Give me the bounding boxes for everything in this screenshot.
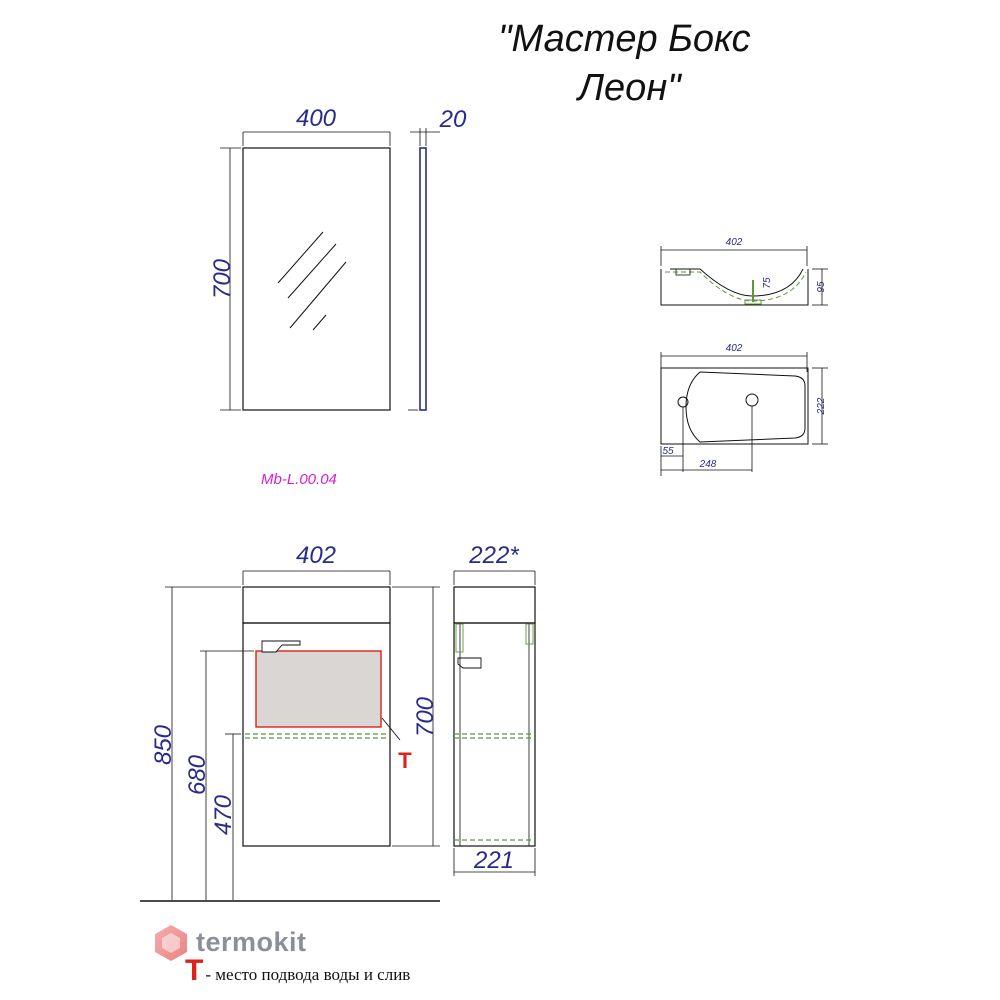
mirror-glare-icon [277,231,347,331]
mirror-depth-label: 20 [439,106,467,133]
mirror-height-label: 700 [209,258,236,299]
basin-depth-label: 222 [816,397,827,415]
basin-hole-distance-label: 248 [699,459,717,470]
mirror-outline [242,147,391,411]
cabinet-body-height-label: 700 [412,696,439,737]
basin-edge-offset-label: 55 [662,446,674,457]
siphon-icon [261,640,301,653]
cabinet-front-view [140,570,440,902]
basin-height-label: 95 [816,281,827,293]
basin-bowl-depth-label: 75 [762,277,773,289]
logo-text: termokit [196,927,307,957]
water-connection-marker: Т [398,748,412,773]
mirror-width-label: 400 [296,105,337,132]
cabinet-shelf-height-label: 470 [210,794,237,835]
legend-symbol: Т [185,954,204,987]
cabinet-bottom-depth-label: 221 [473,847,514,874]
cabinet-total-height-label: 850 [150,724,177,765]
mirror-side-view [408,128,440,411]
basin-side-width-label: 402 [726,237,743,248]
cabinet-side-view [453,570,536,876]
drain-hole-icon [745,393,759,407]
page-title-line2: Леон" [578,67,681,109]
mirror-front-view [220,131,391,411]
water-connection-zone [255,650,382,728]
cabinet-top-depth-label: 222* [468,542,519,569]
basin-side-view [660,246,828,306]
legend: Т- место подвода воды и слив [185,954,410,988]
hexagon-logo-icon [155,925,187,961]
basin-top-view [660,352,828,476]
legend-text: - место подвода воды и слив [205,965,411,984]
basin-top-width-label: 402 [726,343,743,354]
cabinet-pipe-height-label: 680 [184,754,211,795]
mirror-model-code: Mb-L.00.04 [261,471,337,488]
page-title-line1: "Мастер Бокс [498,18,751,60]
cabinet-width-label: 402 [296,542,336,569]
